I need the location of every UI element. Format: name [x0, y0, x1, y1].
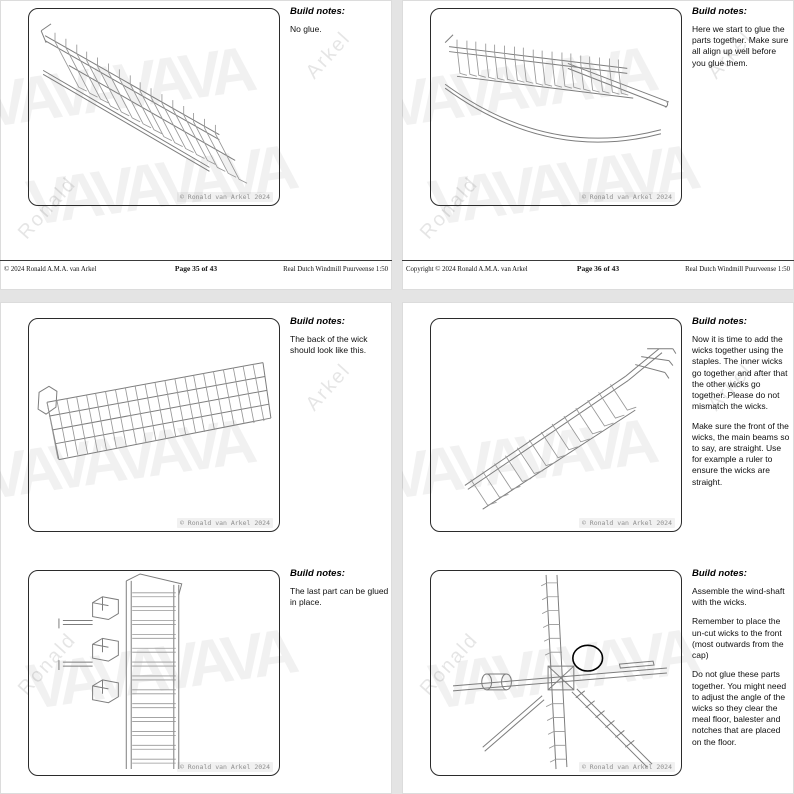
figure-caption: © Ronald van Arkel 2024 — [578, 192, 675, 202]
figure-caption: © Ronald van Arkel 2024 — [578, 518, 675, 528]
build-notes: Build notes: Here we start to glue the p… — [692, 6, 791, 77]
illustration-glued-frame — [444, 34, 670, 143]
figure-frame: © Ronald van Arkel 2024 — [430, 570, 682, 776]
page-35: VAVAVAVA VAVAVAVA Ronald Arkel — [0, 0, 392, 290]
footer-document-title: Real Dutch Windmill Puurveense 1:50 — [283, 266, 389, 273]
note-paragraph: Make sure the front of the wicks, the ma… — [692, 420, 790, 487]
note-paragraph: Remember to place the un-cut wicks to th… — [692, 616, 784, 661]
figure-frame: © Ronald van Arkel 2024 — [28, 318, 280, 532]
illustration-windshaft-assembly — [452, 574, 667, 770]
page-38: VAVAVAVA VAVAVAVA Ronald Arkel — [402, 302, 794, 794]
build-notes: Build notes: Assemble the wind-shaft wit… — [692, 568, 791, 756]
build-notes-title: Build notes: — [290, 6, 345, 17]
page-37: VAVAVAVA VAVAVAVA Ronald Arkel — [0, 302, 392, 794]
footer-copyright: Copyright © 2024 Ronald A.M.A. van Arkel — [406, 266, 528, 273]
figure-caption: © Ronald van Arkel 2024 — [578, 762, 675, 772]
page-36: VAVAVAVA VAVAVAVA Ronald Arkel — [402, 0, 794, 290]
build-notes-title: Build notes: — [692, 568, 747, 579]
illustration-sail-frame — [40, 23, 248, 184]
page-footer: Copyright © 2024 Ronald A.M.A. van Arkel… — [406, 264, 790, 273]
illustration-wicks-stapled — [464, 348, 677, 510]
note-paragraph: No glue. — [290, 24, 322, 34]
footer-page-number: Page 36 of 43 — [576, 264, 620, 273]
build-notes: Build notes: No glue. — [290, 6, 389, 43]
build-notes-title: Build notes: — [692, 316, 747, 327]
build-notes-title: Build notes: — [692, 6, 747, 17]
footer-copyright: © 2024 Ronald A.M.A. van Arkel — [4, 266, 97, 273]
footer-document-title: Real Dutch Windmill Puurveense 1:50 — [685, 266, 791, 273]
footer-page-number: Page 35 of 43 — [174, 264, 218, 273]
build-notes-title: Build notes: — [290, 316, 345, 327]
watermark-name: Arkel — [301, 358, 356, 415]
illustration-wick-back — [37, 362, 272, 461]
note-paragraph: Now it is time to add the wicks together… — [692, 334, 788, 412]
note-paragraph: Here we start to glue the parts together… — [692, 24, 789, 68]
figure-caption: © Ronald van Arkel 2024 — [176, 192, 273, 202]
footer-divider — [402, 260, 794, 261]
page-footer: © 2024 Ronald A.M.A. van Arkel Page 35 o… — [4, 264, 388, 273]
circle-annotation — [572, 644, 604, 672]
note-paragraph: The back of the wick should look like th… — [290, 334, 368, 356]
figure-frame: © Ronald van Arkel 2024 — [430, 8, 682, 206]
figure-caption: © Ronald van Arkel 2024 — [176, 762, 273, 772]
footer-divider — [0, 260, 392, 261]
build-notes: Build notes: The last part can be glued … — [290, 568, 389, 616]
figure-frame: © Ronald van Arkel 2024 — [28, 8, 280, 206]
figure-frame: © Ronald van Arkel 2024 — [28, 570, 280, 776]
build-notes: Build notes: The back of the wick should… — [290, 316, 389, 364]
illustration-ladder-part — [58, 573, 183, 770]
note-paragraph: Assemble the wind-shaft with the wicks. — [692, 586, 785, 608]
note-paragraph: Do not glue these parts together. You mi… — [692, 669, 787, 747]
figure-frame: © Ronald van Arkel 2024 — [430, 318, 682, 532]
build-notes: Build notes: Now it is time to add the w… — [692, 316, 791, 496]
note-paragraph: The last part can be glued in place. — [290, 586, 389, 608]
figure-caption: © Ronald van Arkel 2024 — [176, 518, 273, 528]
build-notes-title: Build notes: — [290, 568, 345, 579]
